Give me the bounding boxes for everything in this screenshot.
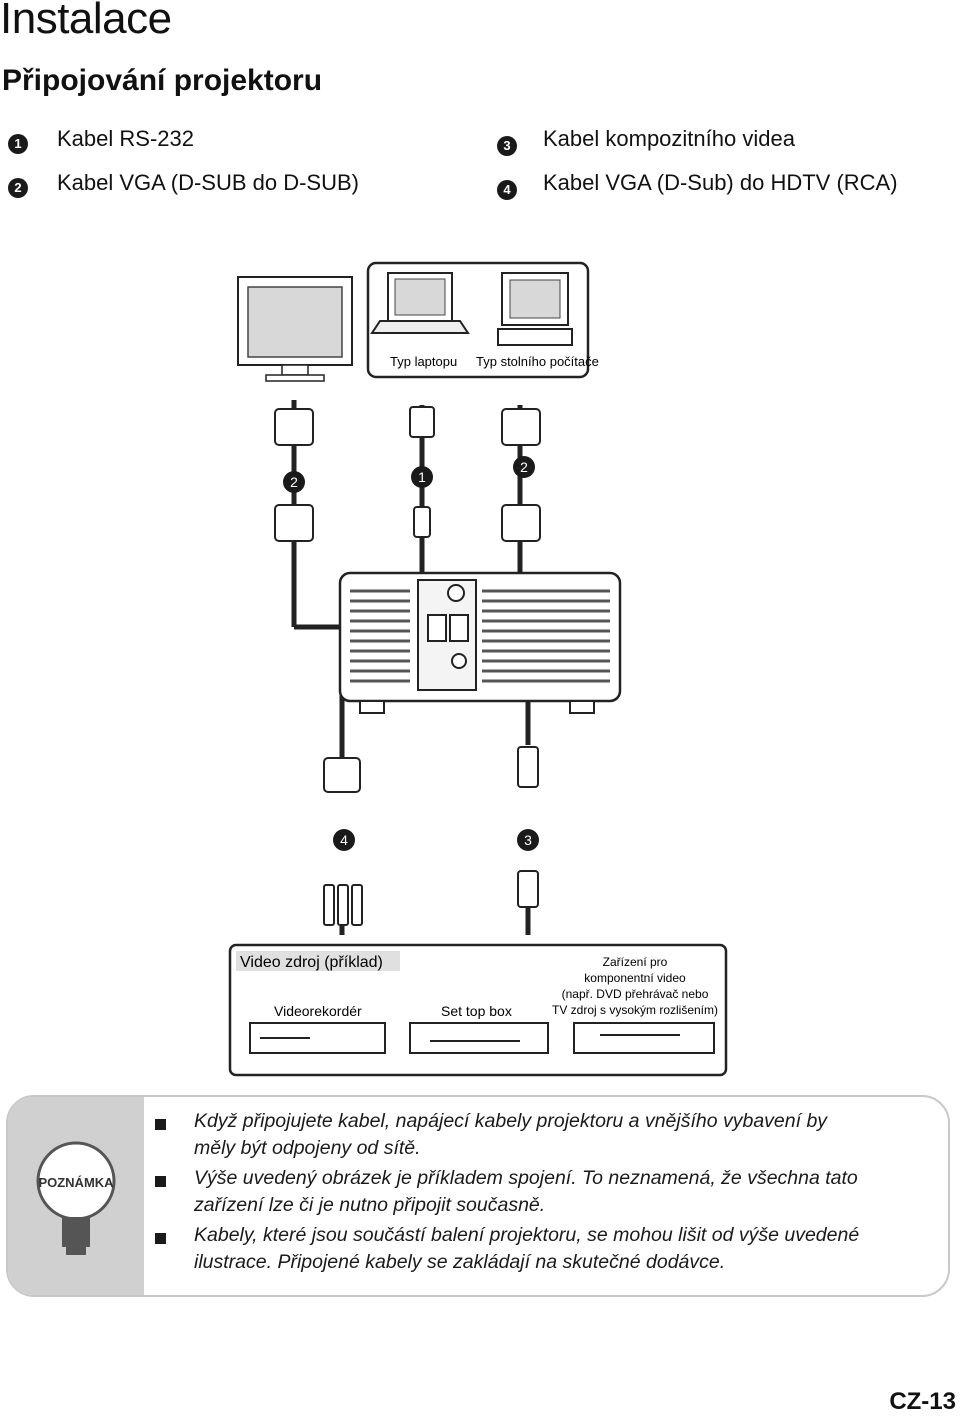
video-source-title: Video zdroj (příklad) (240, 954, 383, 971)
note-item-3-line-1: Kabely, které jsou součástí balení proje… (194, 1224, 860, 1246)
note-item-1-line-2: měly být odpojeny od sítě. (194, 1137, 421, 1159)
callout-2-right: 2 (520, 459, 528, 475)
legend-number-1: 1 (8, 134, 28, 154)
page-number: CZ-13 (889, 1388, 956, 1415)
callout-badges: 2 1 2 4 3 (283, 456, 539, 851)
note-badge: POZNÁMKA (38, 1175, 114, 1190)
note-sidebar: POZNÁMKA (8, 1097, 144, 1295)
callout-3: 3 (524, 832, 532, 848)
monitor-icon (237, 276, 353, 382)
note-item-1: Když připojujete kabel, napájecí kabely … (194, 1108, 934, 1162)
component-label-line-4: TV zdroj s vysokým rozlišením) (552, 1003, 718, 1017)
note-item-3-line-2: ilustrace. Připojené kabely se zakládají… (194, 1251, 726, 1273)
desktop-icon (497, 272, 573, 346)
note-bullet-3 (155, 1233, 166, 1244)
note-item-3: Kabely, které jsou součástí balení proje… (194, 1222, 934, 1276)
vcr-label: Videorekordér (274, 1003, 362, 1019)
video-source-title-bg (236, 951, 400, 971)
projector-icon (338, 571, 622, 714)
note-bullet-2 (155, 1176, 166, 1187)
legend-number-2: 2 (8, 178, 28, 198)
note-bullet-1 (155, 1119, 166, 1130)
video-devices (249, 1022, 715, 1054)
laptop-label: Typ laptopu (390, 354, 457, 369)
connection-diagram: Typ laptopu Typ stolního počítače (228, 261, 728, 1077)
component-label-line-2: komponentní video (584, 971, 686, 985)
legend-label-4: Kabel VGA (D-Sub) do HDTV (RCA) (543, 170, 898, 195)
vga-connectors (274, 406, 541, 926)
legend-number-4: 4 (497, 180, 517, 200)
note-item-2-line-2: zařízení lze či je nutno připojit součas… (194, 1194, 546, 1216)
lightbulb-icon: POZNÁMKA (36, 1141, 116, 1255)
callout-4: 4 (340, 832, 348, 848)
note-item-2: Výše uvedený obrázek je příkladem spojen… (194, 1165, 934, 1219)
desktop-label: Typ stolního počítače (476, 354, 599, 369)
component-label-line-1: Zařízení pro (603, 955, 668, 969)
page-title: Instalace (0, 0, 172, 43)
legend-number-3: 3 (497, 136, 517, 156)
component-label-line-3: (např. DVD přehrávač nebo (562, 987, 709, 1001)
legend-label-2: Kabel VGA (D-SUB do D-SUB) (57, 170, 359, 195)
callout-1: 1 (418, 469, 426, 485)
page-subtitle: Připojování projektoru (2, 64, 323, 97)
laptop-icon (370, 272, 470, 334)
note-item-1-line-1: Když připojujete kabel, napájecí kabely … (194, 1110, 828, 1132)
settop-label: Set top box (441, 1003, 512, 1019)
legend-label-1: Kabel RS-232 (57, 126, 194, 151)
callout-2-left: 2 (290, 474, 298, 490)
note-item-2-line-1: Výše uvedený obrázek je příkladem spojen… (194, 1167, 858, 1189)
note-box: POZNÁMKA Když připojujete kabel, napájec… (6, 1095, 950, 1297)
legend-label-3: Kabel kompozitního videa (543, 126, 795, 151)
